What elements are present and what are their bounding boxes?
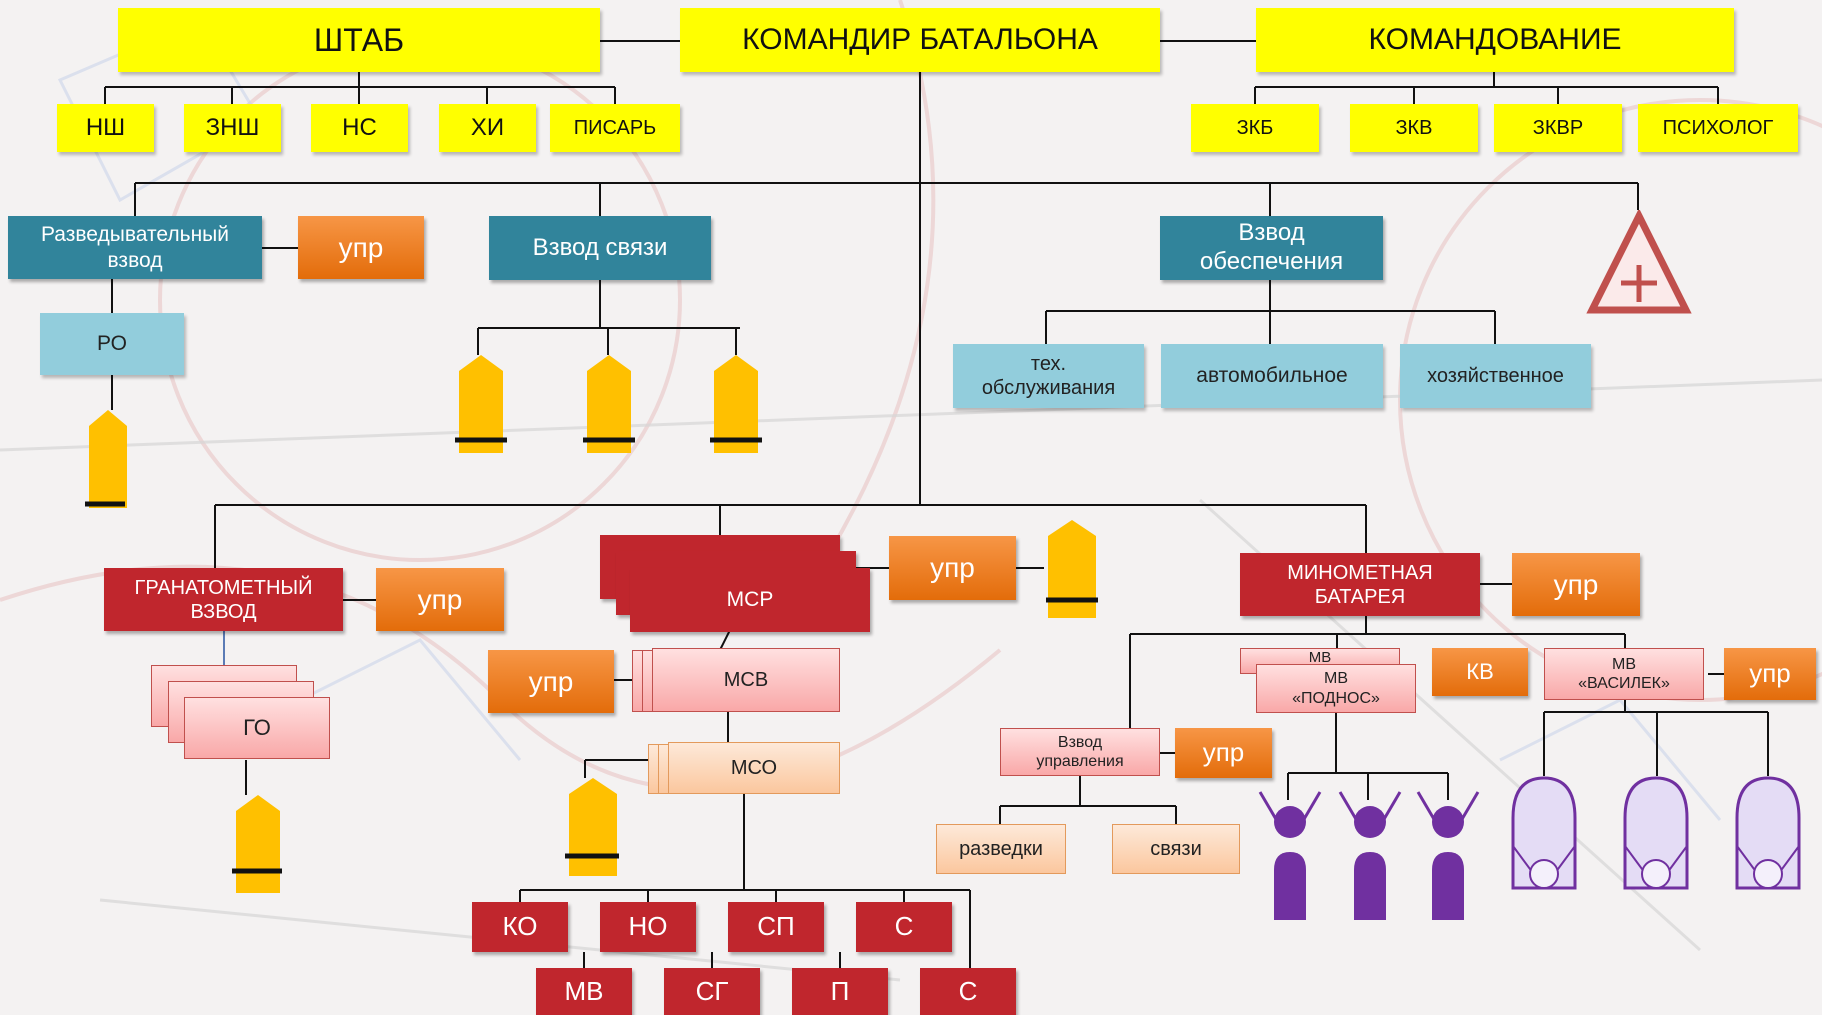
battalion-commander-box[interactable]: КОМАНДИР БАТАЛЬОНА	[680, 8, 1160, 72]
mortar-battery-box[interactable]: МИНОМЕТНАЯ БАТАРЕЯ	[1240, 553, 1480, 616]
mv-vasilek-box[interactable]: МВ «ВАСИЛЕК»	[1544, 648, 1704, 700]
squad-no[interactable]: НО	[600, 902, 696, 952]
mortar-shell-icon	[1511, 776, 1577, 890]
medical-triangle-icon	[1586, 210, 1692, 314]
mso-box[interactable]: МСО	[668, 742, 840, 794]
recon-platoon-box[interactable]: Разведывательный взвод	[8, 216, 262, 279]
msr-upr-box[interactable]: упр	[889, 536, 1016, 600]
gold-shield-icon	[565, 778, 619, 876]
grenade-upr-box[interactable]: упр	[376, 568, 504, 631]
command-staff-zkv[interactable]: ЗКВ	[1350, 104, 1478, 152]
squad-mv[interactable]: МВ	[536, 968, 632, 1015]
recon-upr-box[interactable]: упр	[298, 216, 424, 279]
gold-shield-icon	[85, 410, 127, 508]
ro-box[interactable]: РО	[40, 313, 184, 375]
msr-box[interactable]: МСР	[630, 568, 870, 632]
purple-person-icon	[1416, 791, 1480, 920]
msv-upr-box[interactable]: упр	[488, 650, 614, 713]
control-upr-box[interactable]: упр	[1175, 728, 1272, 778]
gold-shield-icon	[455, 355, 507, 453]
gold-shield-icon	[232, 795, 282, 893]
household-box[interactable]: хозяйственное	[1400, 344, 1591, 408]
squad-sg[interactable]: СГ	[664, 968, 760, 1015]
command-staff-zkb[interactable]: ЗКБ	[1191, 104, 1319, 152]
command-staff-zkvr[interactable]: ЗКВР	[1494, 104, 1622, 152]
hq-staff-ns[interactable]: НШ	[57, 104, 154, 152]
recon-dept-box[interactable]: разведки	[936, 824, 1066, 874]
purple-person-icon	[1258, 791, 1322, 920]
squad-ko[interactable]: КО	[472, 902, 568, 952]
mv-podnos-box[interactable]: МВ «ПОДНОС»	[1256, 664, 1416, 713]
vasilek-upr-box[interactable]: упр	[1724, 648, 1816, 700]
signal-platoon-box[interactable]: Взвод связи	[489, 216, 711, 280]
command-staff-psychologist[interactable]: ПСИХОЛОГ	[1638, 104, 1798, 152]
mortar-upr-box[interactable]: упр	[1512, 553, 1640, 616]
mortar-shell-icon	[1623, 776, 1689, 890]
squad-s-bottom[interactable]: С	[920, 968, 1016, 1015]
signal-dept-box[interactable]: связи	[1112, 824, 1240, 874]
grenade-platoon-box[interactable]: ГРАНАТОМЕТНЫЙ ВЗВОД	[104, 568, 343, 631]
kv-box[interactable]: КВ	[1432, 648, 1528, 696]
squad-sp[interactable]: СП	[728, 902, 824, 952]
msv-box[interactable]: МСВ	[652, 648, 840, 712]
tech-maintenance-box[interactable]: тех. обслуживания	[953, 344, 1144, 408]
automobile-box[interactable]: автомобильное	[1161, 344, 1383, 408]
go-box[interactable]: ГО	[184, 697, 330, 759]
command-box[interactable]: КОМАНДОВАНИЕ	[1256, 8, 1734, 72]
hq-box[interactable]: ШТАБ	[118, 8, 600, 72]
squad-s-top[interactable]: С	[856, 902, 952, 952]
hq-staff-nsl[interactable]: НС	[311, 104, 408, 152]
hq-staff-hi[interactable]: ХИ	[439, 104, 536, 152]
support-platoon-box[interactable]: Взвод обеспечения	[1160, 216, 1383, 280]
hq-staff-zns[interactable]: ЗНШ	[184, 104, 281, 152]
gold-shield-icon	[1046, 520, 1098, 618]
gold-shield-icon	[583, 355, 635, 453]
control-platoon-box[interactable]: Взвод управления	[1000, 728, 1160, 776]
hq-staff-clerk[interactable]: ПИСАРЬ	[550, 104, 680, 152]
gold-shield-icon	[710, 355, 762, 453]
squad-p[interactable]: П	[792, 968, 888, 1015]
purple-person-icon	[1338, 791, 1402, 920]
mortar-shell-icon	[1735, 776, 1801, 890]
